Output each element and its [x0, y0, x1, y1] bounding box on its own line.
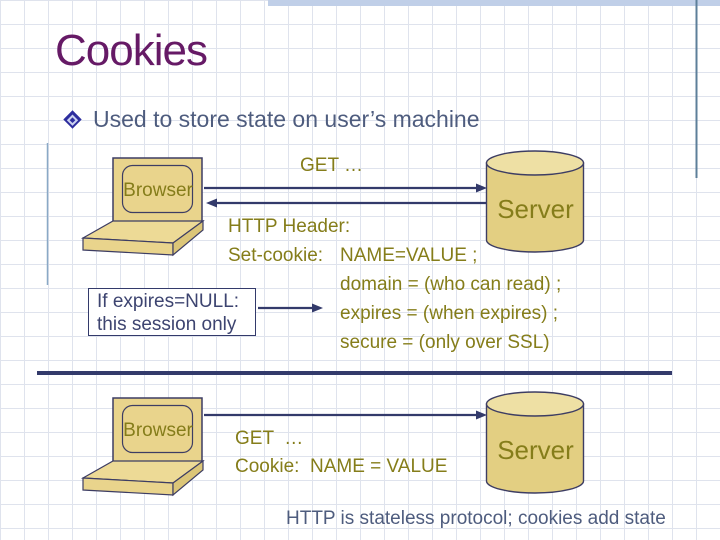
response-arrow-1 — [206, 198, 487, 208]
set-cookie-label: Set-cookie: — [228, 245, 324, 266]
laptop-icon — [80, 157, 205, 257]
browser-label: Browser — [123, 420, 193, 441]
server-label: Server — [497, 435, 574, 465]
laptop-icon — [80, 397, 205, 497]
browser-label: Browser — [123, 180, 193, 201]
secure-line: secure = (only over SSL) — [340, 332, 550, 353]
request-arrow-2 — [204, 410, 487, 420]
expires-note-box: If expires=NULL: this session only — [88, 288, 256, 336]
domain-line: domain = (who can read) ; — [340, 274, 562, 295]
request-arrow-1 — [204, 183, 487, 193]
note-line-1: If expires=NULL: — [97, 291, 240, 312]
note-arrow — [258, 303, 323, 313]
note-line-2: this session only — [97, 314, 237, 335]
request-label-1: GET … — [300, 155, 363, 176]
request2-line-2: Cookie: NAME = VALUE — [235, 456, 448, 477]
server-cylinder-icon — [485, 391, 585, 494]
top-accent-bar — [268, 0, 720, 6]
server-cylinder-icon — [485, 150, 585, 253]
request2-line-1: GET … — [235, 428, 304, 449]
bullet-row: Used to store state on user’s machine — [63, 106, 480, 133]
bullet-text: Used to store state on user’s machine — [93, 106, 480, 132]
slide-title: Cookies — [55, 26, 208, 75]
http-header-line: HTTP Header: — [228, 216, 351, 237]
server-label: Server — [497, 194, 574, 224]
expires-line: expires = (when expires) ; — [340, 303, 559, 324]
set-cookie-value: NAME=VALUE ; — [340, 245, 478, 266]
footer-note: HTTP is stateless protocol; cookies add … — [286, 508, 666, 529]
